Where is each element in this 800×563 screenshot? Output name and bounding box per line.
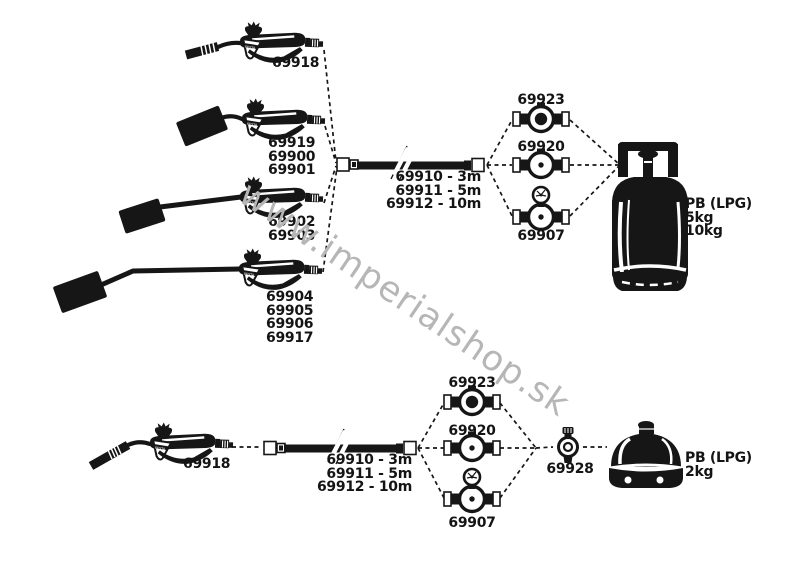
regulator-69920-bottom — [442, 429, 502, 463]
hose-option: 69911 - 5m — [395, 182, 481, 199]
regulator-69907-bottom — [442, 467, 502, 514]
part-number: 69900 — [268, 148, 316, 165]
torch-69902-illustration — [118, 174, 325, 234]
regulator-69928-illustration — [557, 427, 579, 463]
part-numbers-torch-69902: 69902 69903 — [268, 214, 316, 244]
part-number: 69903 — [268, 227, 316, 244]
part-number: 69905 — [266, 302, 314, 319]
cylinder-size: 10kg — [685, 223, 723, 239]
part-number-69920-top: 69920 — [517, 139, 565, 155]
hose-option: 69910 - 3m — [326, 452, 412, 468]
part-number-69907-top: 69907 — [517, 228, 565, 244]
hose-option: 69912 - 10m — [385, 196, 481, 212]
part-number: 69919 — [268, 135, 316, 151]
part-number: 69917 — [266, 329, 314, 346]
regulator-69923-bottom — [442, 383, 502, 417]
gas-cylinder-small — [609, 421, 683, 488]
part-number-69923-bottom: 69923 — [448, 375, 496, 391]
gas-cylinder-large — [612, 142, 688, 291]
torch-to-hose-connection-lines — [322, 49, 338, 273]
part-number: 69904 — [266, 289, 314, 305]
torch-69918-bottom-illustration — [88, 420, 235, 470]
part-number-69907-bottom: 69907 — [448, 515, 496, 531]
torch-69919-illustration — [176, 96, 327, 147]
hose-to-regulator-lines-top — [486, 119, 621, 217]
part-number-69923-top: 69923 — [517, 92, 565, 108]
part-number: 69902 — [268, 214, 316, 230]
hose-option: 69912 - 10m — [316, 479, 412, 495]
cylinder-size: 5kg — [685, 209, 714, 226]
hose-illustration-bottom — [232, 428, 417, 465]
hose-illustration-top — [336, 145, 485, 182]
part-number-69928: 69928 — [546, 461, 594, 477]
hose-part-numbers-bottom: 69910 - 3m 69911 - 5m 69912 - 10m — [308, 452, 412, 495]
hose-part-numbers-top: 69910 - 3m 69911 - 5m 69912 - 10m — [377, 169, 481, 212]
cylinder-type: PB (LPG) — [685, 450, 752, 466]
hose-to-regulator-lines-bottom — [417, 402, 607, 499]
hose-option: 69911 - 5m — [326, 465, 412, 482]
regulator-69920-top — [511, 146, 571, 180]
cylinder-label-small: PB (LPG) 2kg — [685, 450, 752, 480]
torch-69918-illustration — [184, 19, 325, 66]
part-numbers-torch-69904: 69904 69905 69906 69917 — [266, 289, 314, 346]
part-number-torch-69918: 69918 — [272, 55, 320, 71]
cylinder-size: 2kg — [685, 463, 714, 480]
part-number-69920-bottom: 69920 — [448, 423, 496, 439]
part-number: 69906 — [266, 316, 314, 332]
cylinder-label-large: PB (LPG) 5kg 10kg — [685, 196, 752, 239]
hose-option: 69910 - 3m — [395, 169, 481, 185]
regulator-69907-top — [511, 185, 571, 232]
part-numbers-torch-69919: 69919 69900 69901 — [268, 135, 316, 178]
cylinder-type: PB (LPG) — [685, 196, 752, 212]
torch-69904-illustration — [53, 246, 324, 313]
part-number: 69901 — [268, 162, 316, 178]
regulator-69923-top — [511, 100, 571, 134]
part-number-torch-69918-bottom: 69918 — [183, 456, 231, 472]
